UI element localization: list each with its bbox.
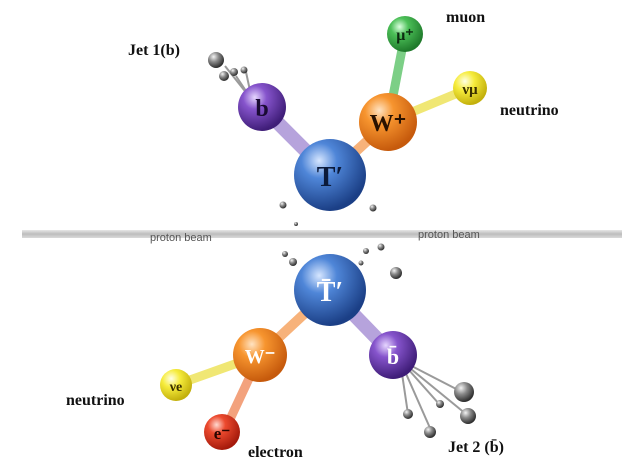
proton-beam-label-right: proton beam xyxy=(418,229,480,241)
label-jet2: Jet 2 (b̄) xyxy=(448,437,504,456)
label-muon: muon xyxy=(446,9,485,26)
w-minus-symbol: W⁻ xyxy=(245,346,276,368)
particle-w-plus: W⁺ xyxy=(359,93,417,151)
w-plus-symbol: W⁺ xyxy=(370,111,407,137)
t-prime-bar-symbol: T̄′ xyxy=(317,277,344,308)
particle-muon: μ⁺ xyxy=(387,16,423,52)
label-neutrino-top: neutrino xyxy=(500,102,559,119)
particle-nu-e: νe xyxy=(160,369,192,401)
particle-nu-mu: νμ xyxy=(453,71,487,105)
jet2-debris xyxy=(399,359,476,438)
label-neutrino-bottom: neutrino xyxy=(66,392,125,409)
collision-debris xyxy=(279,201,402,279)
particle-b: b xyxy=(238,83,286,131)
particle-w-minus: W⁻ xyxy=(233,328,287,382)
proton-beam-label-left: proton beam xyxy=(150,232,212,244)
nu-mu-symbol: νμ xyxy=(461,82,478,98)
label-jet1: Jet 1(b) xyxy=(128,42,180,59)
t-prime-symbol: T′ xyxy=(317,162,344,193)
nu-e-symbol: νe xyxy=(169,380,182,395)
jet1-debris xyxy=(208,52,253,101)
b-bar-symbol: b̄ xyxy=(387,344,399,369)
particle-electron: e⁻ xyxy=(204,414,240,450)
particle-t-prime-bar: T̄′ xyxy=(294,254,366,326)
electron-symbol: e⁻ xyxy=(214,424,231,443)
b-symbol: b xyxy=(255,96,268,122)
label-electron: electron xyxy=(248,444,303,461)
muon-symbol: μ⁺ xyxy=(396,27,414,44)
particle-b-bar: b̄ xyxy=(369,331,417,379)
particle-t-prime: T′ xyxy=(294,139,366,211)
